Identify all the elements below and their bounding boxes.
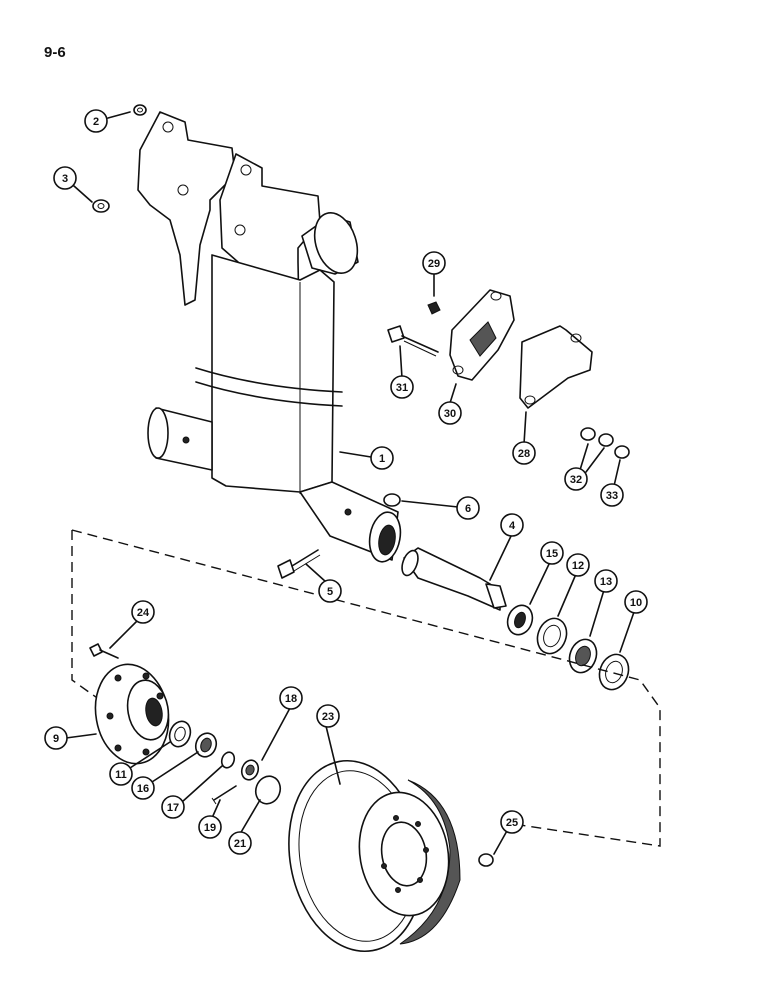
callout-18: 18: [279, 686, 303, 710]
callout-25: 25: [500, 810, 524, 834]
part-31-bolt: [387, 325, 439, 357]
svg-text:28: 28: [518, 448, 530, 460]
callout-5: 5: [318, 579, 342, 603]
part-10-bearing-cup: [598, 653, 630, 691]
callout-17: 17: [161, 795, 185, 819]
page-number: 9-6: [44, 44, 66, 61]
callout-29: 29: [422, 251, 446, 275]
svg-text:23: 23: [322, 711, 334, 723]
callout-11: 11: [109, 762, 133, 786]
svg-text:15: 15: [546, 548, 558, 560]
callout-32: 32: [564, 467, 588, 491]
callout-6: 6: [456, 496, 480, 520]
callout-19: 19: [198, 815, 222, 839]
svg-text:11: 11: [115, 769, 127, 781]
part-30-clamp-upper: [449, 289, 515, 381]
callout-24: 24: [131, 600, 155, 624]
svg-text:12: 12: [572, 560, 584, 572]
callout-4: 4: [500, 513, 524, 537]
svg-text:18: 18: [285, 693, 297, 705]
svg-text:6: 6: [465, 503, 471, 515]
part-16-bearing-cone: [194, 732, 218, 758]
svg-text:4: 4: [509, 520, 516, 532]
svg-text:31: 31: [396, 382, 408, 394]
svg-text:10: 10: [630, 597, 642, 609]
svg-text:13: 13: [600, 576, 612, 588]
svg-text:1: 1: [379, 453, 385, 465]
callout-33: 33: [600, 483, 624, 507]
callout-21: 21: [228, 831, 252, 855]
svg-text:5: 5: [327, 586, 333, 598]
part-33-nut: [614, 445, 630, 459]
part-9-hub: [94, 663, 170, 765]
svg-text:29: 29: [428, 258, 440, 270]
callout-1: 1: [370, 446, 394, 470]
part-18-castle-nut: [240, 759, 260, 781]
part-29-grease-fitting: [427, 301, 441, 315]
callout-30: 30: [438, 401, 462, 425]
svg-text:3: 3: [62, 173, 68, 185]
svg-text:30: 30: [444, 408, 456, 420]
part-25-nut: [478, 853, 494, 867]
svg-text:25: 25: [506, 817, 518, 829]
hub-group-boundary: [71, 529, 661, 847]
callout-12: 12: [566, 553, 590, 577]
part-15-seal: [506, 604, 534, 636]
frame-assembly: [137, 111, 402, 563]
part-11-bearing-cup: [168, 720, 192, 748]
part-28-clamp-lower: [519, 325, 593, 409]
svg-text:9: 9: [53, 733, 59, 745]
part-12-bearing-cup: [536, 617, 568, 655]
callout-13: 13: [594, 569, 618, 593]
part-19-cotter-pin: [211, 785, 237, 805]
callout-28: 28: [512, 441, 536, 465]
callout-2: 2: [84, 109, 108, 133]
callout-15: 15: [540, 541, 564, 565]
part-5-bolt: [277, 549, 321, 579]
callout-3: 3: [53, 166, 77, 190]
callout-31: 31: [390, 375, 414, 399]
svg-text:33: 33: [606, 490, 618, 502]
part-6-nut: [383, 493, 401, 507]
callout-16: 16: [131, 776, 155, 800]
part-17-washer: [220, 751, 236, 769]
part-3-nut: [92, 199, 110, 213]
part-32-washers: [580, 427, 614, 447]
svg-text:19: 19: [204, 822, 216, 834]
svg-text:2: 2: [93, 116, 99, 128]
part-24-stud: [89, 643, 119, 659]
part-4-spindle: [401, 547, 507, 611]
svg-text:21: 21: [234, 838, 246, 850]
svg-text:24: 24: [137, 607, 150, 619]
svg-text:16: 16: [137, 783, 149, 795]
part-23-wheel-rim: [288, 759, 461, 953]
svg-text:17: 17: [167, 802, 179, 814]
part-2-nut: [133, 104, 147, 116]
svg-text:32: 32: [570, 474, 582, 486]
callout-23: 23: [316, 704, 340, 728]
callout-bubbles: 2 3 29 31 30 28 1 32 33 6 4 5 15 12 13 1…: [44, 109, 648, 855]
part-21-hub-cap: [254, 775, 282, 805]
part-13-bearing-cone: [568, 638, 598, 674]
leader-lines: [65, 111, 635, 855]
callout-10: 10: [624, 590, 648, 614]
callout-9: 9: [44, 726, 68, 750]
